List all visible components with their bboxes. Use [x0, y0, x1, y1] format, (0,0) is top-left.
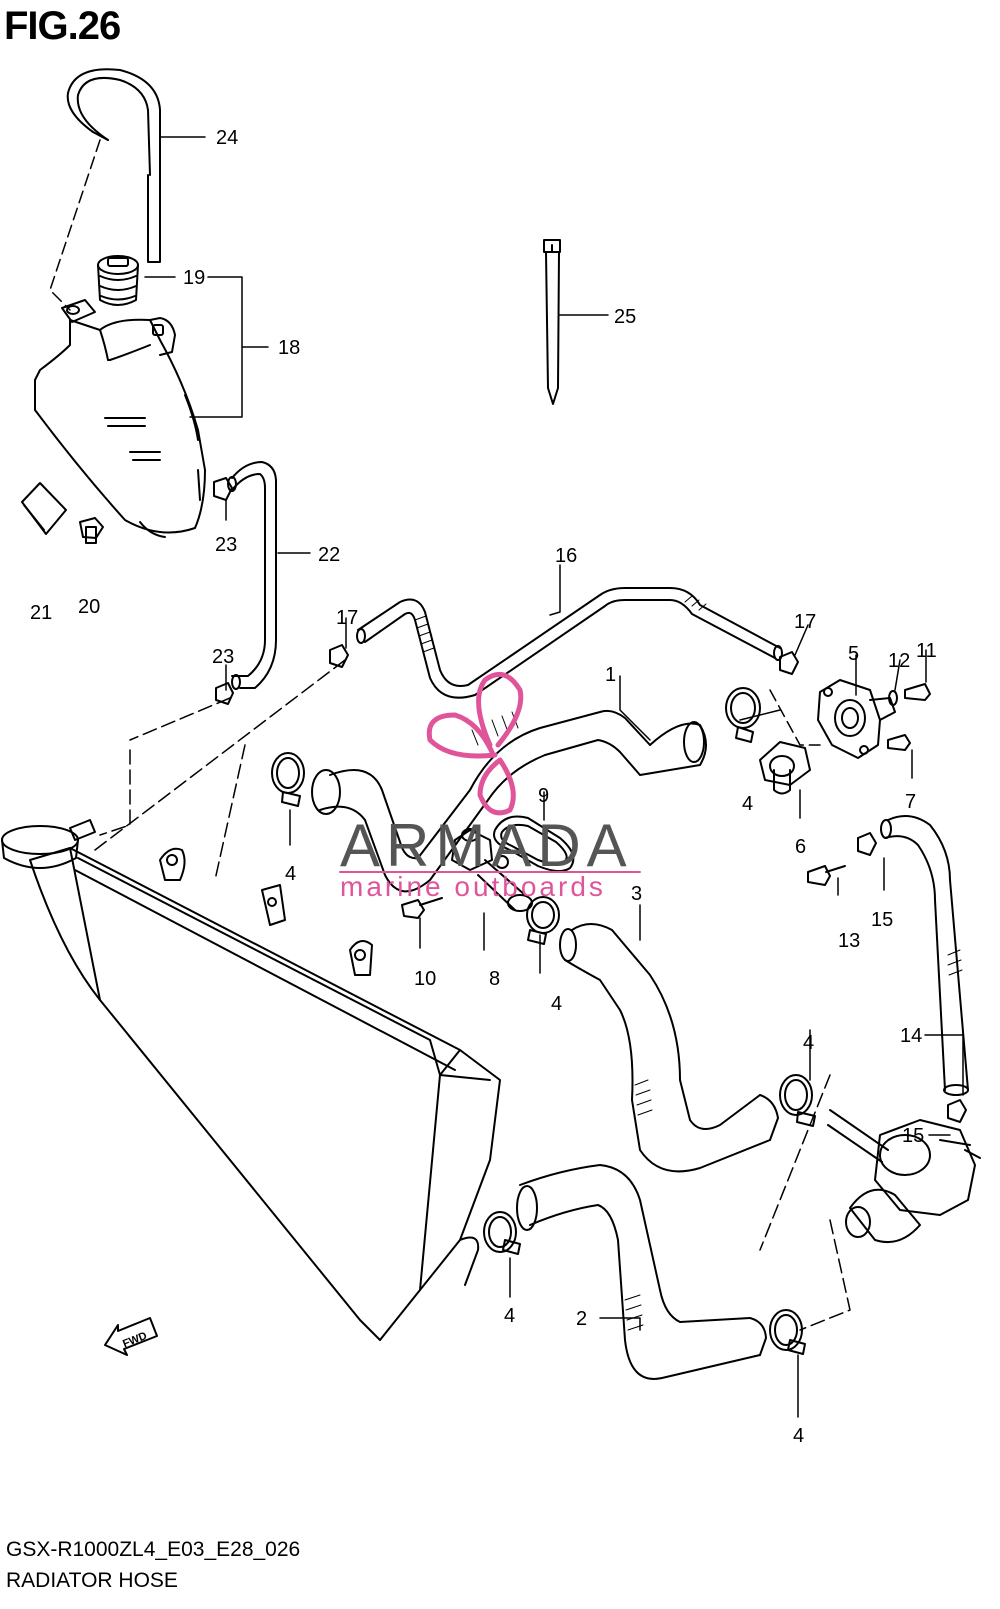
- callout-12: 12: [888, 650, 910, 672]
- watermark-brand: ARMADA: [340, 812, 633, 879]
- figure-name: RADIATOR HOSE: [6, 1569, 178, 1592]
- mounting-bolt: [79, 517, 104, 544]
- forward-arrow-icon: FWD: [104, 1317, 158, 1356]
- callout-5: 5: [848, 643, 859, 665]
- callout-4-left: 4: [285, 863, 296, 885]
- o-ring: [888, 690, 898, 706]
- breather-hose: [227, 461, 277, 690]
- housing-bolt: [887, 683, 931, 751]
- assembly-guide-line: [769, 689, 821, 746]
- figure-title: FIG.26: [4, 4, 121, 48]
- hose-clamp: [483, 1211, 806, 1355]
- callout-23-bottom: 23: [212, 646, 234, 668]
- callout-11: 11: [916, 640, 937, 662]
- callout-labels: 24 19 18 23 22 21 20 25 16 17 17 23 1 5 …: [30, 127, 937, 1447]
- callout-4-fitting: 4: [551, 993, 562, 1015]
- callout-7: 7: [905, 791, 916, 813]
- callout-15-top: 15: [871, 909, 893, 931]
- callout-9: 9: [538, 785, 549, 807]
- hose-clip: [329, 644, 799, 675]
- watermark-tagline: marine outboards: [340, 871, 606, 902]
- hose-clamp: [779, 1074, 816, 1127]
- callout-21: 21: [30, 602, 52, 624]
- callout-3: 3: [631, 883, 642, 905]
- callout-23-top: 23: [215, 534, 237, 556]
- callout-4-thermostat: 4: [742, 793, 753, 815]
- assembly-guide-line: [759, 1074, 851, 1331]
- callout-14: 14: [900, 1025, 922, 1047]
- callout-1: 1: [605, 664, 616, 686]
- callout-4-lower-left: 4: [504, 1305, 515, 1327]
- thermostat: [759, 741, 811, 795]
- callout-8: 8: [489, 968, 500, 990]
- fitting-bolt: [401, 897, 443, 919]
- hose-clamp: [526, 896, 560, 945]
- callout-6: 6: [795, 836, 806, 858]
- radiator-outlet-hose: [559, 923, 779, 1173]
- callout-2: 2: [576, 1308, 587, 1330]
- reservoir-tank: [34, 299, 206, 538]
- hose-clip: [857, 832, 967, 1123]
- bypass-hose: [356, 587, 783, 699]
- sheet-pad: [21, 482, 67, 535]
- callout-4-lower-right: 4: [793, 1425, 804, 1447]
- propeller-logo-icon: [426, 671, 524, 816]
- callout-17-left: 17: [336, 607, 358, 629]
- callout-15-bottom: 15: [902, 1125, 924, 1147]
- callout-13: 13: [838, 930, 860, 952]
- callout-25: 25: [614, 306, 636, 328]
- hose-clip: [213, 477, 234, 705]
- water-fitting: [451, 828, 533, 912]
- callout-10: 10: [414, 968, 436, 990]
- fitting-gasket: [493, 815, 575, 872]
- figure-code: GSX-R1000ZL4_E03_E28_026: [6, 1538, 301, 1561]
- brand-watermark: ARMADA marine outboards: [339, 671, 641, 902]
- callout-24: 24: [216, 127, 238, 149]
- callout-16: 16: [555, 545, 577, 567]
- cable-tie: [543, 239, 561, 405]
- callout-22: 22: [318, 544, 340, 566]
- assembly-guide-line: [94, 659, 346, 881]
- hose-clamp: [271, 687, 761, 807]
- radiator: [1, 819, 501, 1341]
- callout-17-right: 17: [794, 611, 816, 633]
- radiator-inlet-hose: [311, 709, 707, 893]
- reservoir-cap: [97, 255, 139, 306]
- water-pump: [827, 1109, 981, 1244]
- callout-18: 18: [278, 337, 300, 359]
- callout-19: 19: [183, 267, 205, 289]
- leader-lines: [144, 136, 964, 1418]
- pump-bypass-hose: [880, 815, 969, 1096]
- callout-20: 20: [78, 596, 100, 618]
- air-bleed-fitting: [807, 865, 846, 886]
- callout-4-pump: 4: [803, 1032, 814, 1054]
- lower-radiator-hose: [516, 1164, 767, 1380]
- overflow-hose: [49, 68, 161, 311]
